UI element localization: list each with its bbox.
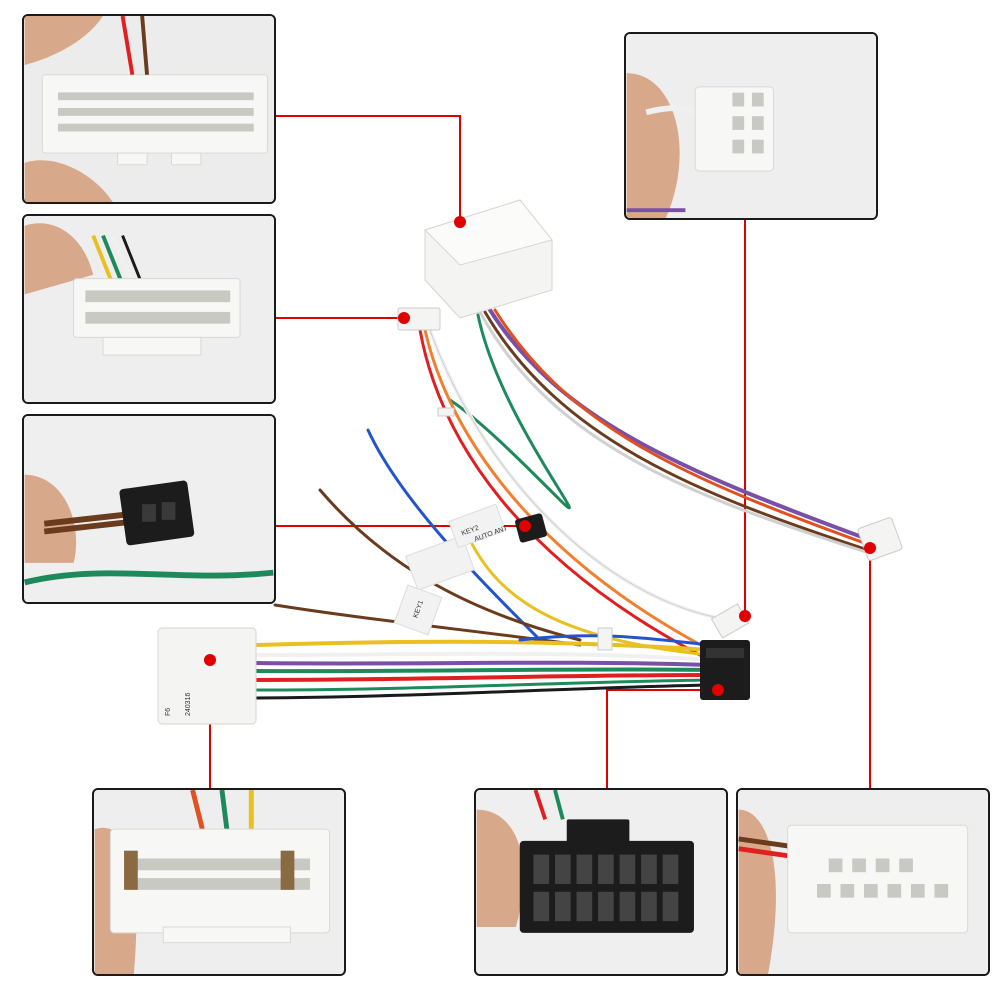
callout-line-6 [606, 689, 718, 790]
callout-dots [204, 216, 876, 696]
callout-dot-1 [454, 216, 466, 228]
callout-dot-3 [519, 520, 531, 532]
callout-lines [209, 115, 871, 790]
white-22-pin-connector-photo [24, 216, 274, 402]
white-small-connector-photo [738, 790, 988, 974]
panel-white-22-pin-connector [22, 214, 276, 404]
panel-black-16-pin-connector [474, 788, 728, 976]
panel-white-24-pin-connector [92, 788, 346, 976]
callout-dot-5 [204, 654, 216, 666]
small-white-connector-mid [397, 307, 441, 331]
black-16-pin-connector-photo [476, 790, 726, 974]
callout-dot-4 [739, 610, 751, 622]
callout-dot-6 [712, 684, 724, 696]
black-2-pin-connector-photo [24, 416, 274, 602]
white-24-pin-connector-photo [94, 790, 344, 974]
cable-tie-1 [437, 407, 455, 417]
panel-white-multi-pin-connector-top-left [22, 14, 276, 204]
harness-labels: KEY1 KEY2 AUTO ANT [393, 503, 509, 636]
wire-bundle [253, 308, 872, 700]
bottom-left-white-connector: F6 240316 [157, 627, 257, 725]
top-white-connector [424, 199, 553, 319]
callout-dot-2 [398, 312, 410, 324]
panel-black-2-pin-connector [22, 414, 276, 604]
panel-white-small-multi-pin-connector [736, 788, 990, 976]
cable-tie-2 [597, 627, 613, 651]
white-6-pin-connector-photo [626, 34, 876, 218]
white-multi-pin-connector-photo [24, 16, 274, 202]
callout-line-1 [275, 115, 461, 222]
connector-code-text: F6 [165, 708, 172, 716]
connector-date-text: 240316 [185, 693, 192, 716]
small-white-connector-right [857, 517, 903, 561]
panel-white-6-pin-connector [624, 32, 878, 220]
callout-dot-7 [864, 542, 876, 554]
black-16-pin-harness-connector [700, 640, 750, 700]
